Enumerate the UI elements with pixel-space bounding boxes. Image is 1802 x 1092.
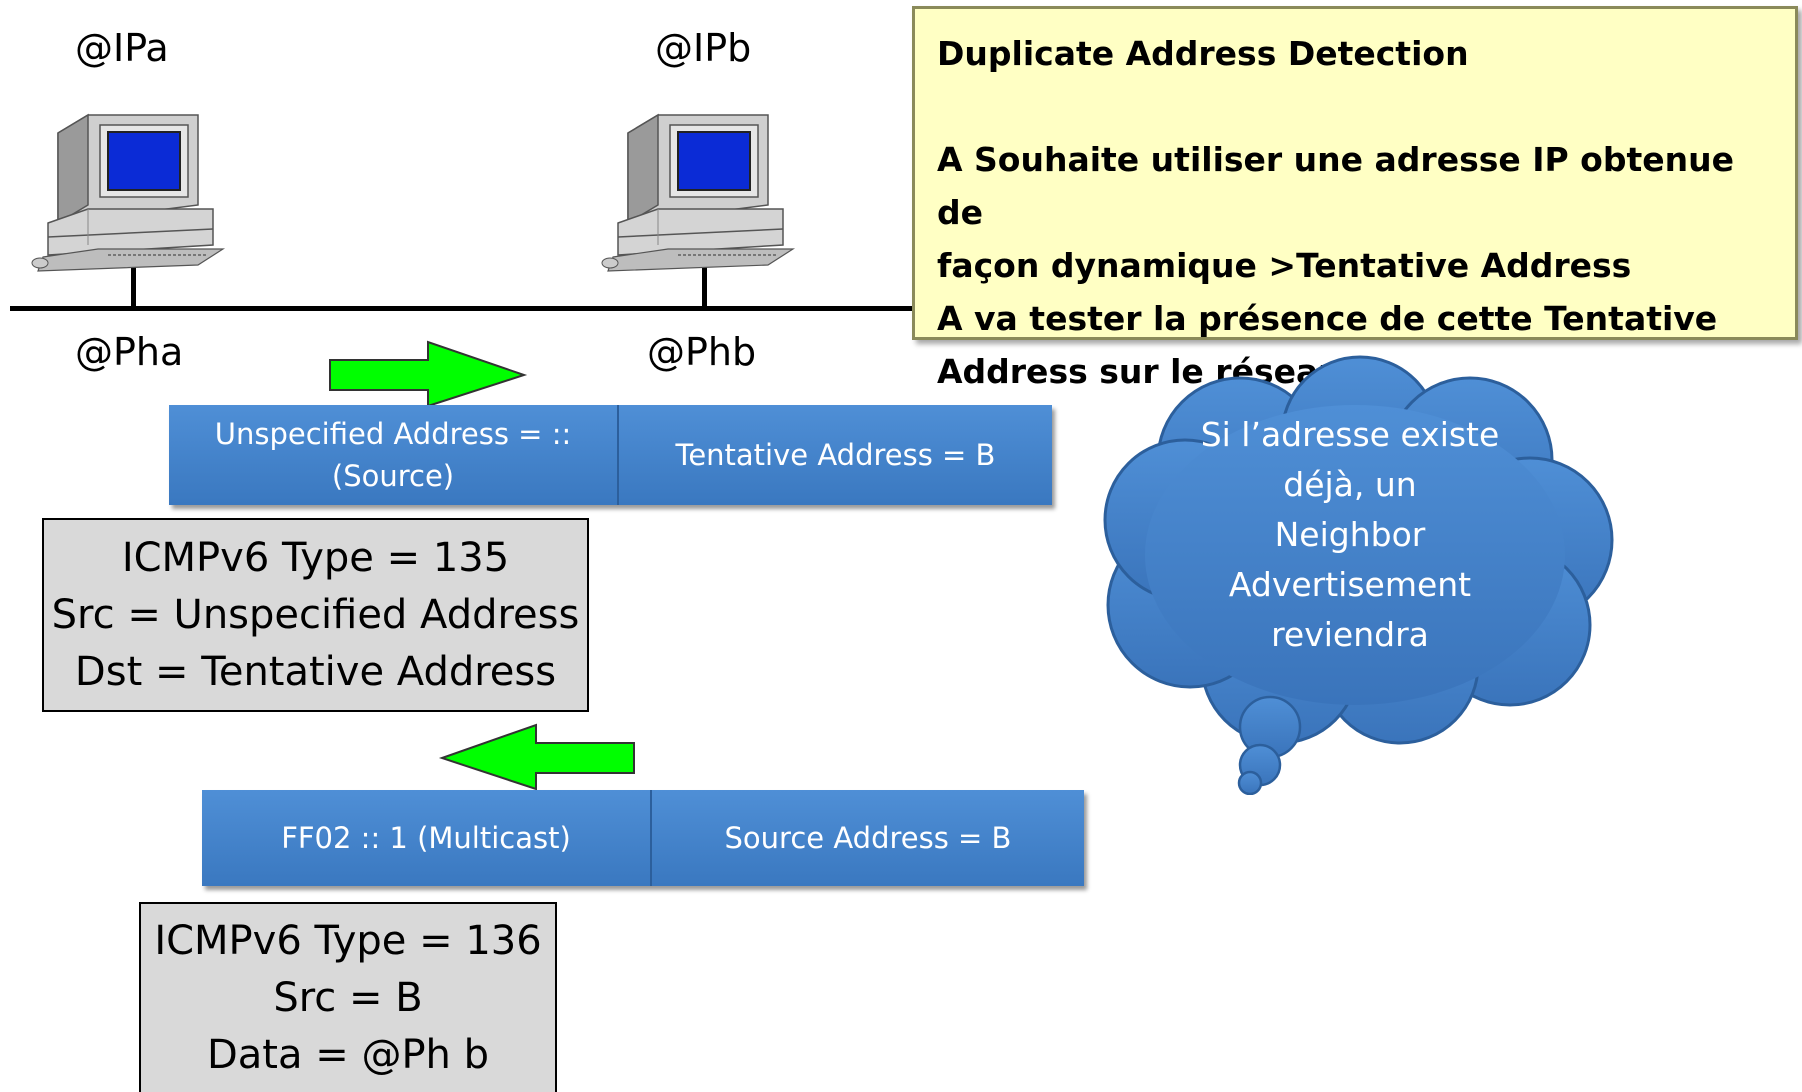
cloud-line: reviendra xyxy=(1271,615,1429,654)
icmp-line: Data = @Ph b xyxy=(206,1031,490,1078)
neighbor-solicitation-packet: Unspecified Address = :: (Source) Tentat… xyxy=(169,405,1052,505)
icmp-line: Src = B xyxy=(273,974,423,1021)
neighbor-advertisement-packet: FF02 :: 1 (Multicast) Source Address = B xyxy=(202,790,1084,886)
host-b-drop-line xyxy=(702,258,707,308)
host-a-drop-line xyxy=(131,258,136,308)
host-a-ip-label: @IPa xyxy=(75,26,169,70)
icmp-line: Dst = Tentative Address xyxy=(74,648,557,695)
cloud-line: Advertisement xyxy=(1228,565,1472,604)
cloud-line: Neighbor xyxy=(1274,515,1426,554)
green-arrow-right-icon xyxy=(329,340,528,408)
thought-cloud-text: Si l’adresse existe déjà, un Neighbor Ad… xyxy=(1165,410,1535,660)
note-line: A Souhaite utiliser une adresse IP obten… xyxy=(937,140,1734,232)
desktop-computer-icon xyxy=(601,113,796,272)
host-b-ph-label: @Phb xyxy=(647,330,757,374)
host-a-ph-label: @Pha xyxy=(75,330,184,374)
desktop-computer-icon xyxy=(31,113,226,272)
packet-source-field: Source Address = B xyxy=(650,790,1084,886)
packet-target-field: Tentative Address = B xyxy=(617,405,1052,505)
host-b-ip-label: @IPb xyxy=(655,26,752,70)
note-line: A va tester la présence de cette Tentati… xyxy=(937,299,1718,338)
note-title: Duplicate Address Detection xyxy=(937,34,1469,73)
icmp-line: Src = Unspecified Address xyxy=(51,591,580,638)
icmp-line: ICMPv6 Type = 135 xyxy=(121,534,510,581)
cloud-line: déjà, un xyxy=(1283,465,1417,504)
network-bus-line xyxy=(10,306,912,311)
green-arrow-left-icon xyxy=(438,723,635,791)
cloud-line: Si l’adresse existe xyxy=(1200,415,1500,454)
packet-destination-field: FF02 :: 1 (Multicast) xyxy=(202,790,650,886)
thought-cloud-icon xyxy=(1103,355,1614,795)
dad-description-note: Duplicate Address Detection A Souhaite u… xyxy=(912,6,1798,391)
icmpv6-135-box: ICMPv6 Type = 135 Src = Unspecified Addr… xyxy=(42,518,589,712)
note-line: façon dynamique >Tentative Address xyxy=(937,246,1632,285)
icmp-line: ICMPv6 Type = 136 xyxy=(154,917,542,964)
icmpv6-136-box: ICMPv6 Type = 136 Src = B Data = @Ph b xyxy=(139,902,557,1092)
packet-source-field: Unspecified Address = :: (Source) xyxy=(169,405,617,505)
